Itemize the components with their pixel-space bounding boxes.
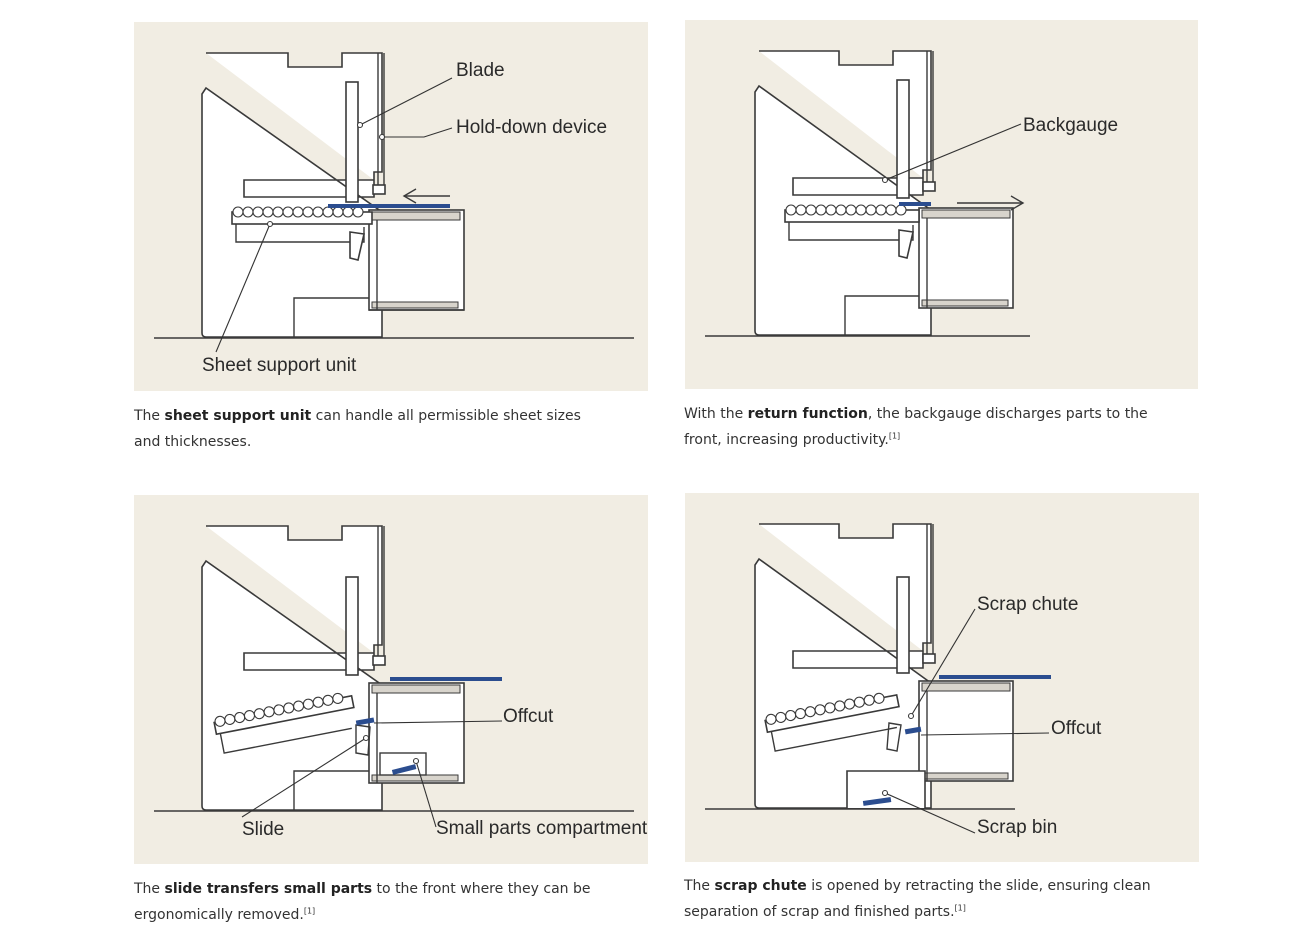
diagram-panel-scrap-chute: Scrap chute Offcut Scrap bin: [685, 493, 1199, 862]
return-direction-arrow: [957, 195, 1025, 211]
lower-table: [368, 209, 465, 311]
hold-down-device: [372, 184, 386, 195]
caption-slide: The slide transfers small parts to the f…: [134, 881, 591, 923]
diagram-panel-sheet-support: Blade Hold-down device Sheet support uni…: [134, 22, 648, 391]
shear-diagram-2: Backgauge: [705, 50, 1118, 337]
label-blade: Blade: [456, 60, 505, 81]
label-slide: Slide: [242, 819, 284, 840]
label-hold-down-device: Hold-down device: [456, 117, 607, 138]
blade: [345, 81, 359, 203]
blade: [345, 576, 359, 676]
machine-frame: [754, 50, 932, 336]
lower-table: [918, 207, 1014, 309]
lower-table: [918, 680, 1014, 782]
caption-scrap-chute: The scrap chute is opened by retracting …: [684, 878, 1151, 920]
slide: [355, 724, 371, 756]
blade: [896, 576, 910, 674]
support-rollers: [785, 204, 907, 216]
small-parts-compartment: [379, 752, 427, 776]
machine-frame: [201, 525, 383, 811]
label-sheet-support-unit: Sheet support unit: [202, 355, 357, 376]
offcut-piece: [904, 726, 922, 735]
label-scrap-bin: Scrap bin: [977, 817, 1057, 838]
lower-table: [368, 682, 465, 784]
caption-backgauge: With the return function, the backgauge …: [684, 406, 1148, 448]
sheet-support-unit: [213, 692, 355, 754]
support-rollers: [232, 206, 364, 218]
label-offcut: Offcut: [503, 706, 554, 727]
machine-frame: [754, 523, 932, 809]
caption-sheet-support: The sheet support unit can handle all pe…: [134, 408, 581, 450]
diagram-panel-slide: Offcut Slide Small parts compartment: [134, 495, 648, 864]
label-backgauge: Backgauge: [1023, 115, 1118, 136]
diagram-panel-backgauge: Backgauge: [685, 20, 1198, 389]
shear-diagram-1: Blade Hold-down device Sheet support uni…: [154, 52, 634, 376]
scrap-bin: [846, 770, 926, 808]
scrap-piece: [862, 797, 892, 806]
small-part: [391, 764, 417, 775]
label-scrap-chute: Scrap chute: [977, 594, 1078, 615]
hold-down-device: [372, 655, 386, 666]
shear-diagram-3: Offcut Slide Small parts compartment: [154, 525, 648, 840]
hold-down-device: [922, 653, 936, 664]
shear-diagram-4: Scrap chute Offcut Scrap bin: [705, 523, 1102, 838]
feed-direction-arrow: [402, 188, 450, 204]
machine-frame: [201, 52, 383, 338]
blade: [896, 79, 910, 199]
sheet-support-unit: [764, 692, 900, 752]
label-small-parts-compartment: Small parts compartment: [436, 818, 648, 839]
offcut-piece: [355, 717, 375, 726]
label-offcut: Offcut: [1051, 718, 1102, 739]
hold-down-device: [922, 181, 936, 192]
